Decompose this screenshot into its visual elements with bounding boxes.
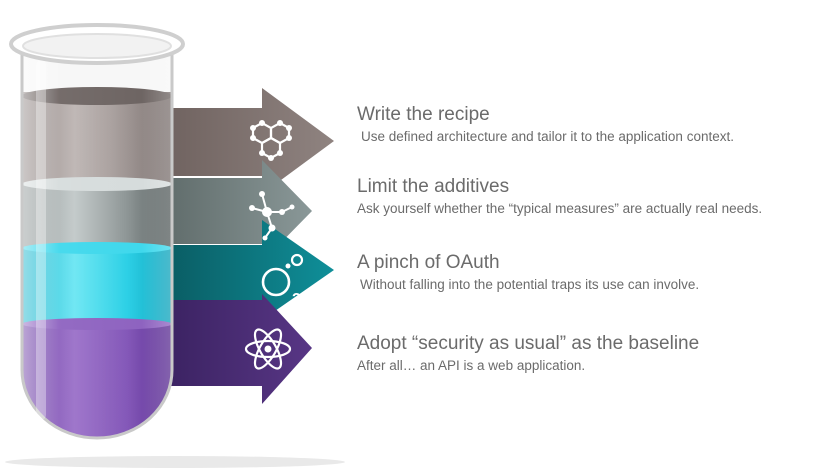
- step-title: A pinch of OAuth: [357, 252, 500, 273]
- arrow-4: [162, 294, 312, 404]
- atom-icon: [244, 328, 292, 370]
- molecule-network-icon: [249, 191, 295, 241]
- step-title: Limit the additives: [357, 176, 510, 197]
- hexagon-molecule-icon: [250, 120, 292, 161]
- oxygen-o2-icon: 2: [261, 253, 304, 308]
- step-title: Adopt “security as usual” as the baselin…: [357, 333, 700, 354]
- step-description: After all… an API is a web application.: [357, 358, 586, 373]
- step-write-the-recipe: Write the recipe Use defined architectur…: [357, 104, 827, 144]
- test-tube: [9, 23, 185, 440]
- arrow-1: [162, 88, 334, 194]
- step-security-as-usual: Adopt “security as usual” as the baselin…: [357, 333, 827, 373]
- arrow-3: [162, 220, 334, 320]
- oxygen-subscript: 2: [292, 291, 301, 308]
- step-description: Use defined architecture and tailor it t…: [361, 129, 734, 144]
- floor-shadow: [5, 456, 345, 468]
- step-description: Ask yourself whether the “typical measur…: [357, 201, 763, 216]
- step-title: Write the recipe: [357, 104, 490, 125]
- step-description: Without falling into the potential traps…: [360, 277, 700, 292]
- step-limit-the-additives: Limit the additives Ask yourself whether…: [357, 176, 827, 216]
- step-a-pinch-of-oauth: A pinch of OAuth Without falling into th…: [357, 252, 827, 292]
